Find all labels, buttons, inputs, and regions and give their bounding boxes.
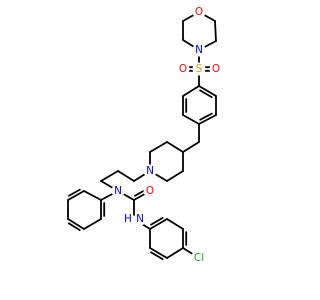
atom-label-n-urea: N (114, 185, 122, 197)
bond-b6-b1 (182, 85, 200, 97)
atom-background-o-sulfonyl-left (176, 62, 190, 76)
bond-ph6-ph1 (83, 190, 102, 201)
bond-c2-c3 (100, 170, 119, 182)
bond-p3-p2 (149, 141, 168, 153)
atom-background-n-h (133, 212, 147, 226)
atom-label-cl: Cl (194, 252, 204, 264)
atom-label-o-morph: O (195, 6, 203, 18)
bond-cp1-cp2-inner (150, 216, 164, 226)
bond-b1-b2 (198, 85, 217, 97)
bond-b4-b5 (182, 114, 200, 125)
atom-background-h-nh (121, 212, 135, 226)
atom-label-o-sulfonyl-right: O (212, 63, 220, 75)
bond-p6-p5 (166, 170, 184, 182)
atom-background-o-carbonyl (143, 184, 157, 198)
bond-b1-b2-inner (199, 89, 213, 99)
atom-background-n-pip (143, 164, 157, 178)
bond-ph2-ph3 (83, 218, 102, 230)
atom-label-s-sulfonyl: S (196, 63, 203, 75)
bond-m2-m3 (214, 20, 217, 42)
atom-label-h-nh: H (124, 213, 132, 225)
atom-label-o-sulfonyl-left: O (179, 63, 187, 75)
bond-c1-c2 (117, 170, 135, 182)
bond-cp1-cp2 (149, 218, 168, 230)
atom-label-n-h: N (136, 213, 144, 225)
atom-background-n-urea (111, 184, 125, 198)
bond-b3-b4-inner (199, 112, 213, 121)
atom-background-s-sulfonyl (192, 62, 206, 76)
bond-cp5-cp6 (149, 247, 168, 259)
atom-label-n-pip: N (146, 165, 154, 177)
bond-cp5-cp6-inner (150, 251, 164, 261)
bond-cp2-cp3 (166, 218, 184, 230)
bond-ph3-ph4 (67, 218, 85, 230)
atom-label-n-morph: N (195, 44, 203, 56)
bond-ph5-ph6-inner (68, 188, 81, 197)
bond-ph3-ph4-inner (67, 222, 81, 232)
bond-cp4-cp5 (166, 247, 184, 259)
atom-background-o-morph (192, 5, 206, 19)
bond-b3-b4 (198, 114, 217, 125)
bond-ch2-p4 (182, 141, 200, 153)
bond-p4-p3 (166, 141, 184, 153)
atom-background-o-sulfonyl-right (209, 62, 223, 76)
atom-background-cl (191, 250, 207, 266)
bond-ph5-ph6 (67, 190, 85, 201)
atom-label-o-carbonyl: O (146, 185, 154, 197)
atom-background-n-morph (192, 43, 206, 57)
